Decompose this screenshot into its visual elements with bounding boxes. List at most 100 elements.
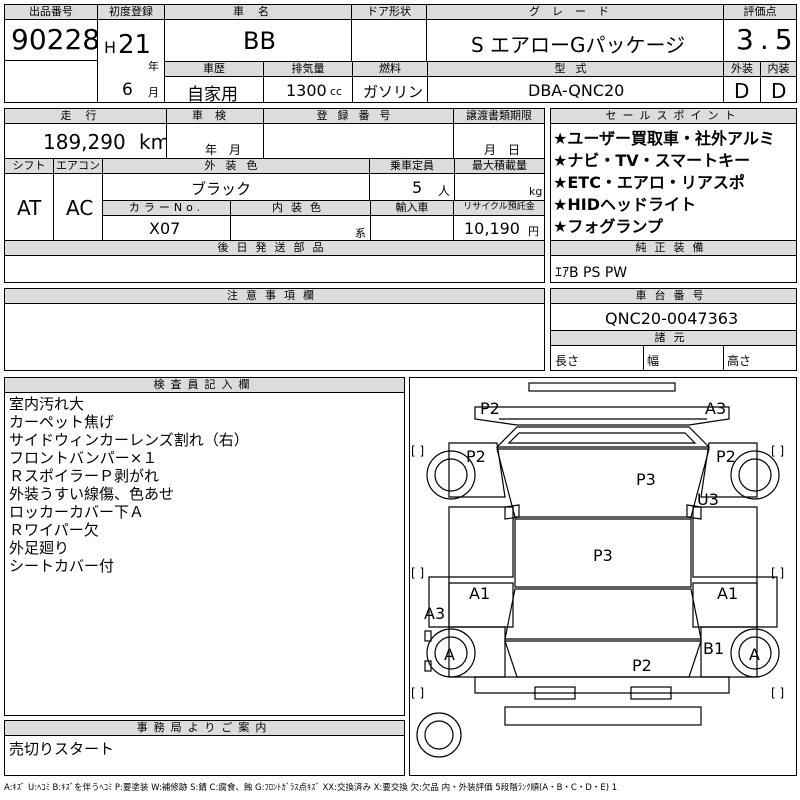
bracket-bl: [ ] [411,686,424,700]
color-no-label: カラーNo. [102,200,231,216]
lot-label: 出品番号 [4,4,98,20]
score-cell: 3.5 [723,19,797,62]
selling-point-item: ★ETC・エアロ・リアスポ [553,173,745,192]
bracket-ml: [ ] [411,566,424,580]
inspector-note-line: カーペット焦げ [9,413,115,431]
ac-value: AC [66,196,94,220]
inspector-note-line: サイドウィンカーレンズ割れ（右） [9,431,249,449]
reg-year: 21 [118,30,152,60]
interior-grade-cell: D [760,76,797,103]
color-cell: ブラック [102,173,370,201]
lot-blank-cell [4,60,98,103]
score-value: 3.5 [736,23,797,56]
equipment-cell: ｴｱB PS PW [550,255,797,283]
inspector-note-line: 外足廻り [9,539,70,557]
exterior-label: 外装 [723,61,761,77]
chassis-value: QNC20-0047363 [605,309,739,328]
transfer-md: 月 日 [484,143,521,157]
caution-cell [4,303,545,371]
load-unit: kg [529,185,543,198]
mark-right-upper: U3 [697,490,719,509]
mark-right-door: A1 [717,584,739,603]
lot-value-cell: 90228 [4,19,98,61]
int-color-unit: 系 [355,227,366,240]
car-diagram-frame [409,377,797,776]
regno-cell [263,123,454,159]
lot-number: 90228 [11,23,98,56]
car-diagram: [ ] [ ] [ ] [ ] [ ] [ ] [411,382,784,758]
inspection-ym: 年 月 [205,143,242,157]
recycle-label: リサイクル預託金 [453,200,545,216]
inspector-note-line: Ｒワイパー欠 [9,521,99,539]
exterior-grade: D [734,79,750,103]
exterior-grade-cell: D [723,76,761,103]
mark-cabin: P3 [593,546,613,565]
inspection-label: 車検 [166,108,264,124]
inspector-note-line: 外装うすい線傷、色あせ [9,485,175,503]
model-value: DBA-QNC20 [528,81,625,100]
mark-trunk: P2 [632,656,652,675]
selling-points-cell: ★ユーザー買取車・社外アルミ ★ナビ・TV・スマートキー ★ETC・エアロ・リアスポ… [550,123,797,241]
fuel-value: ガソリン [363,83,424,101]
model-label: 型式 [427,61,724,77]
inspector-note-line: シートカバー付 [9,557,115,575]
office-cell: 売切りスタート [4,735,405,776]
transfer-label: 譲渡書類期限 [453,108,545,124]
fuel-label: 燃料 [352,61,428,77]
selling-point-item: ★HIDヘッドライト [553,195,696,214]
door-cell [351,19,427,62]
recycle-value: 10,190 [464,219,520,238]
interior-label: 内装 [760,61,797,77]
capacity-value: 5 [412,178,423,197]
mark-left-rear: A3 [424,604,446,623]
import-label: 輸入車 [370,200,454,216]
grade-value: S エアローGパッケージ [471,33,686,57]
displacement-cell: 1300 cc [263,76,353,103]
capacity-unit: 人 [438,184,451,198]
int-color-label: 内装色 [230,200,371,216]
later-parts-label: 後日発送部品 [4,240,545,256]
recycle-unit: 円 [528,225,539,238]
legend-text: A:ｷｽﾞ U:ﾍｺﾐ B:ｷｽﾞを伴うﾍｺﾐ P:要塗装 W:補修跡 S:錆 … [4,783,618,793]
inspector-note-line: ＲスポイラーＰ剥がれ [9,467,160,485]
era-letter: H [104,38,117,57]
mark-front-right: A3 [705,399,727,418]
later-parts-cell [4,255,545,283]
mark-right-rear: B1 [703,639,725,658]
mileage-cell: 189,290 km [4,123,167,159]
reg-month-unit: 月 [148,86,159,99]
caution-label: 注意事項欄 [4,288,545,304]
ac-cell: AC [53,173,103,241]
mileage-label: 走行 [4,108,167,124]
interior-grade: D [771,79,787,103]
mark-left-wheel: A [444,645,455,664]
door-label: ドア形状 [351,4,427,20]
history-cell: 自家用 [164,76,264,103]
color-no-value: X07 [149,219,181,238]
name-label: 車名 [164,4,352,20]
mileage-unit: km [139,130,167,154]
chassis-cell: QNC20-0047363 [550,303,797,331]
selling-point-item: ★ユーザー買取車・社外アルミ [553,129,775,148]
inspector-note-line: 室内汚れ大 [9,395,85,413]
mark-left-door: A1 [469,584,491,603]
dims-length: 長さ [555,354,580,368]
load-label: 最大積載量 [454,158,545,174]
displacement-unit: cc [330,85,343,98]
first-reg-cell: H 21 年 6 月 [97,19,165,103]
selling-point-item: ★フォグランプ [553,217,663,236]
inspector-note-line: ロッカーカバー下Ａ [9,503,145,521]
fuel-cell: ガソリン [352,76,428,103]
model-cell: DBA-QNC20 [427,76,724,103]
inspector-label: 検査員記入欄 [4,377,405,393]
inspection-cell: 年 月 [166,123,264,159]
ac-label: エアコン [53,158,103,174]
selling-point-item: ★ナビ・TV・スマートキー [553,151,751,170]
inspector-note-line: フロントバンパー×１ [9,449,158,467]
transfer-cell: 月 日 [453,123,545,159]
regno-label: 登録番号 [263,108,454,124]
mileage-value: 189,290 [43,130,126,154]
mark-right-fender: P2 [716,447,736,466]
first-reg-label: 初度登録 [97,4,165,20]
